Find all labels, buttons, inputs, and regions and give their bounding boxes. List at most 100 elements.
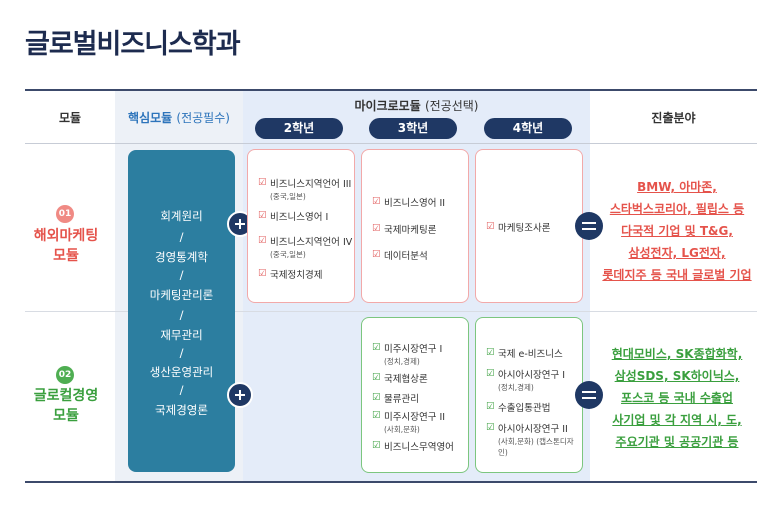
course-label: 국제협상론 (384, 374, 428, 385)
course-label: 미주시장연구 II (384, 412, 446, 423)
marketing-year3-card: ☑비즈니스영어 II ☑국제마케팅론 ☑데이터분석 (361, 149, 469, 303)
glocal-year4-card: ☑국제 e-비즈니스 ☑아시아시장연구 I(정치,경제) ☑수출입통관법 ☑아시… (475, 317, 583, 473)
core-item: 재무관리 (160, 328, 203, 342)
course-item: ☑비즈니스영어 I (258, 209, 328, 223)
module-name-line: 모듈 (53, 408, 79, 424)
career-line: 롯데지주 등 국내 글로벌 기업 (602, 268, 752, 282)
module-name-line: 해외마케팅 (33, 228, 99, 244)
course-label: 데이터분석 (384, 251, 428, 262)
course-item: ☑수출입통관법 (486, 400, 550, 414)
header-career: 진출분야 (651, 111, 696, 125)
module-name-line: 모듈 (53, 248, 79, 264)
year-pill-3: 3학년 (369, 118, 457, 139)
career-line: 포스코 등 국내 수출업 (621, 391, 733, 405)
header-micro: 마이크로모듈 (전공선택) (243, 97, 590, 114)
equals-icon (575, 381, 603, 409)
check-icon: ☑ (372, 196, 381, 207)
course-label: 비즈니스무역영어 (384, 442, 454, 453)
marketing-year4-card: ☑마케팅조사론 (475, 149, 583, 303)
course-label: 비즈니스영어 II (384, 198, 446, 209)
check-icon: ☑ (372, 392, 381, 403)
table-header-rule (25, 143, 757, 144)
check-icon: ☑ (486, 401, 495, 412)
course-item: ☑국제마케팅론 (372, 222, 436, 236)
career-line: BMW, 아마존, (637, 180, 717, 194)
course-note: (정치,경제) (498, 383, 534, 392)
course-item: ☑물류관리 (372, 391, 419, 405)
check-icon: ☑ (372, 410, 381, 421)
check-icon: ☑ (258, 268, 267, 279)
header-core: 핵심모듈 (전공필수) (115, 109, 243, 126)
module-number-badge: 02 (56, 366, 74, 384)
check-icon: ☑ (486, 347, 495, 358)
core-item: 경영통계학 (155, 250, 208, 264)
course-label: 수출입통관법 (498, 403, 551, 414)
course-label: 마케팅조사론 (498, 223, 551, 234)
course-item: ☑데이터분석 (372, 248, 428, 262)
module-name-line: 글로컬경영 (33, 388, 99, 404)
course-label: 물류관리 (384, 394, 419, 405)
course-item: ☑비즈니스지역언어 III (중국,일본) (258, 176, 351, 202)
check-icon: ☑ (258, 177, 267, 188)
header-module: 모듈 (58, 111, 82, 125)
core-item: 마케팅관리론 (149, 288, 214, 302)
core-item: 국제경영론 (155, 403, 208, 417)
course-label: 비즈니스지역언어 III (270, 179, 352, 190)
year-pill-2: 2학년 (255, 118, 343, 139)
career-marketing: BMW, 아마존, 스타벅스코리아, 필립스 등 다국적 기업 및 T&G, 삼… (597, 176, 757, 286)
course-label: 미주시장연구 I (384, 344, 443, 355)
career-line: 스타벅스코리아, 필립스 등 (609, 202, 745, 216)
core-separator: / (179, 383, 184, 397)
check-icon: ☑ (486, 221, 495, 232)
course-label: 아시아시장연구 II (498, 424, 568, 435)
course-item: ☑국제정치경제 (258, 267, 322, 281)
module-name-glocal: 글로컬경영 모듈 (25, 386, 107, 426)
course-label: 국제마케팅론 (384, 225, 437, 236)
course-item: ☑국제 e-비즈니스 (486, 346, 563, 360)
core-item: 회계원리 (160, 209, 203, 223)
year-pill-4: 4학년 (484, 118, 572, 139)
glocal-year3-card: ☑미주시장연구 I(정치,경제) ☑국제협상론 ☑물류관리 ☑미주시장연구 II… (361, 317, 469, 473)
check-icon: ☑ (258, 235, 267, 246)
equals-icon (575, 212, 603, 240)
course-item: ☑비즈니스영어 II (372, 195, 445, 209)
career-line: 현대모비스, SK종합화학, (611, 347, 743, 361)
course-label: 국제정치경제 (270, 270, 323, 281)
header-core-sub: (전공필수) (176, 111, 230, 125)
check-icon: ☑ (486, 368, 495, 379)
core-module-box: 회계원리 / 경영통계학 / 마케팅관리론 / 재무관리 / 생산운영관리 / … (128, 150, 235, 472)
marketing-year2-card: ☑비즈니스지역언어 III(중국,일본) ☑비즈니스영어 I ☑비즈니스지역언어… (247, 149, 355, 303)
header-micro-sub: (전공선택) (424, 99, 479, 113)
course-label: 비즈니스지역언어 IV (270, 237, 353, 248)
module-number-badge: 01 (56, 205, 74, 223)
table-row-divider (25, 311, 757, 312)
header-micro-main: 마이크로모듈 (354, 99, 421, 113)
career-line: 주요기관 및 공공기관 등 (615, 435, 739, 449)
module-name-marketing: 해외마케팅 모듈 (25, 226, 107, 266)
check-icon: ☑ (372, 440, 381, 451)
course-item: ☑마케팅조사론 (486, 220, 550, 234)
career-line: 사기업 및 각 지역 시, 도, (612, 413, 742, 427)
course-label: 국제 e-비즈니스 (498, 349, 563, 360)
core-separator: / (179, 230, 184, 244)
course-note: (중국,일본) (270, 192, 306, 201)
course-label: 아시아시장연구 I (498, 370, 566, 381)
table-bottom-rule (25, 481, 757, 483)
check-icon: ☑ (258, 210, 267, 221)
check-icon: ☑ (372, 223, 381, 234)
career-glocal: 현대모비스, SK종합화학, 삼성SDS, SK하이닉스, 포스코 등 국내 수… (597, 343, 757, 453)
check-icon: ☑ (372, 372, 381, 383)
career-line: 삼성SDS, SK하이닉스, (614, 369, 740, 383)
core-separator: / (179, 346, 184, 360)
course-item: ☑아시아시장연구 II(사회,문화) (캡스톤디자인) (486, 421, 578, 458)
core-separator: / (179, 308, 184, 322)
course-item: ☑국제협상론 (372, 371, 428, 385)
course-note: (사회,문화) (캡스톤디자인) (498, 437, 574, 457)
course-note: (사회,문화) (384, 425, 420, 434)
course-item: ☑아시아시장연구 I (정치,경제) (486, 367, 565, 393)
plus-icon (227, 382, 253, 408)
core-item: 생산운영관리 (149, 365, 214, 379)
check-icon: ☑ (372, 249, 381, 260)
course-note: (정치,경제) (384, 357, 420, 366)
career-line: 삼성전자, LG전자, (628, 246, 726, 260)
